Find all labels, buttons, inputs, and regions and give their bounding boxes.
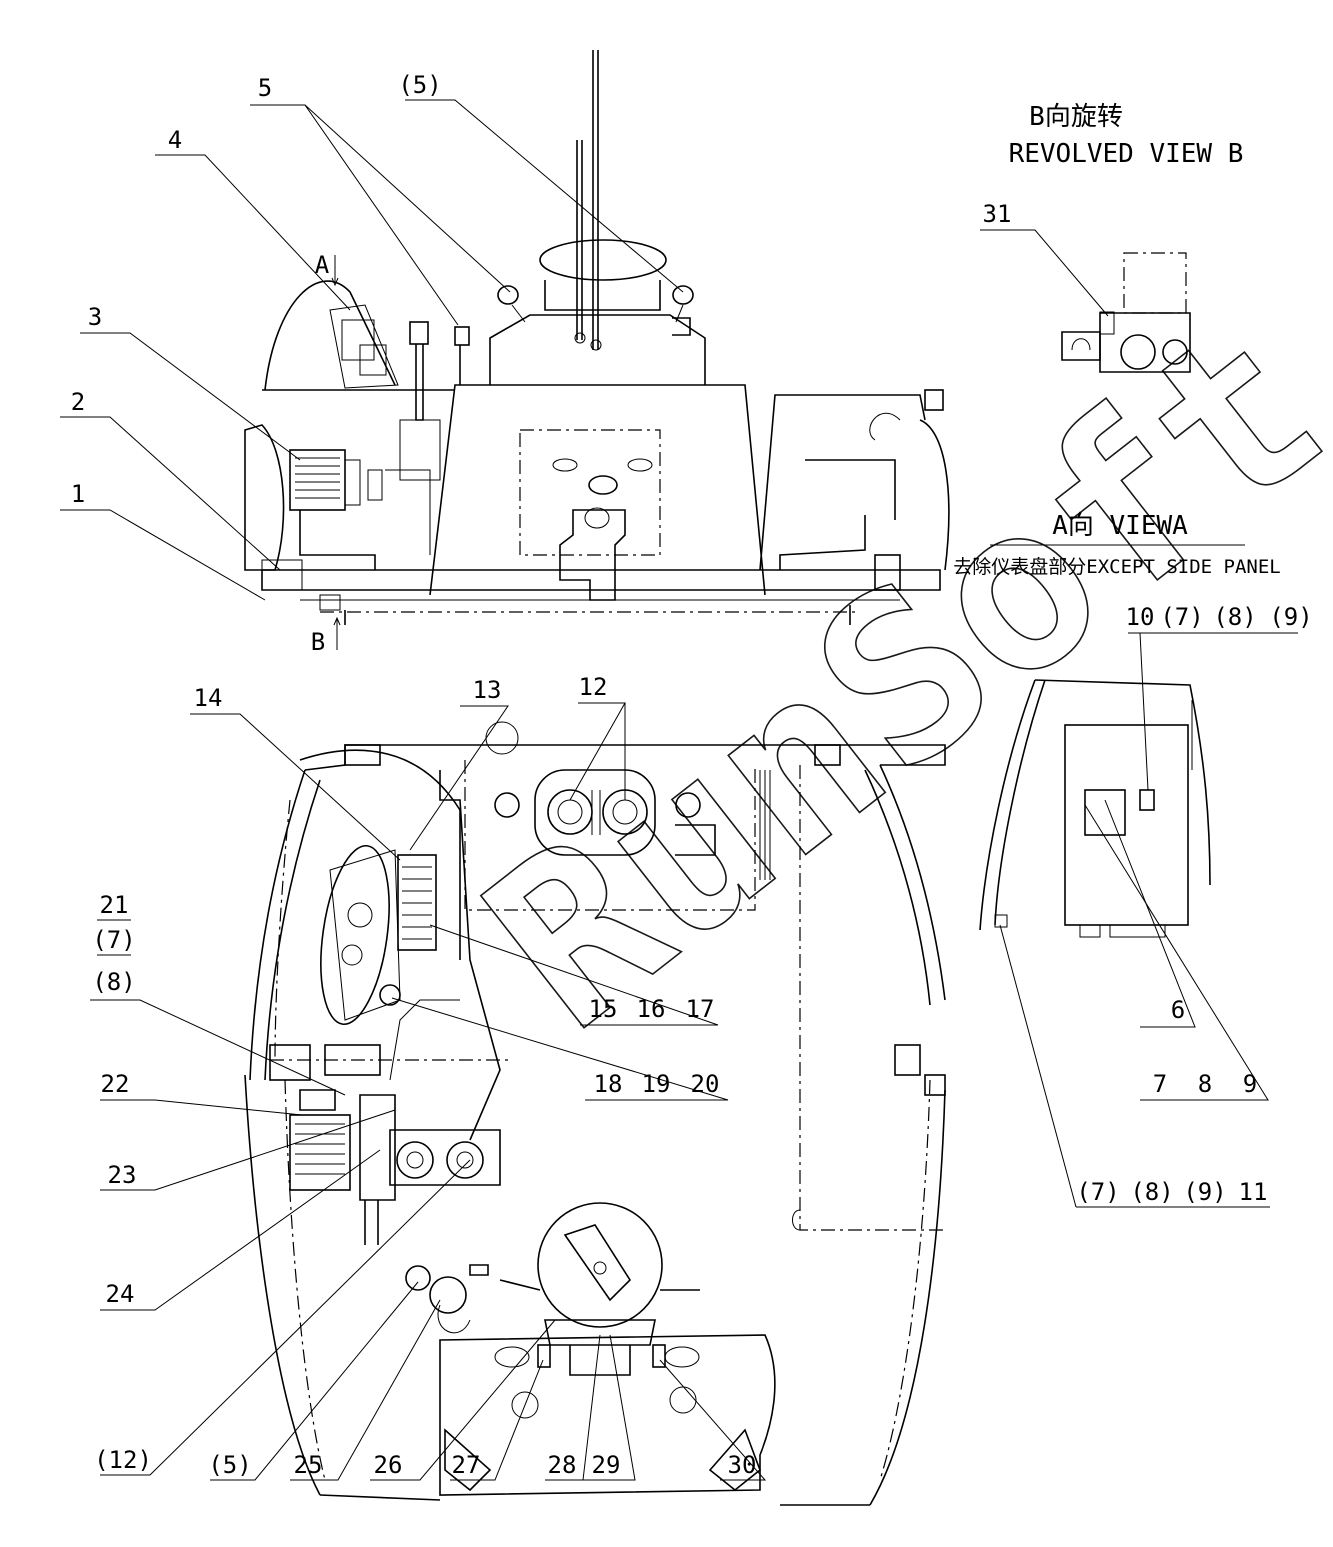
callout-31: 31 [983, 200, 1012, 228]
callout-labels: 5 (5) 4 3 2 1 A B 31 10 (7) (8) (9) 6 7 … [71, 71, 1313, 1479]
callout-4: 4 [168, 126, 182, 154]
plan-view-a [244, 721, 946, 1506]
view-a-heading: A向 VIEWA 去除仪表盘部分EXCEPT SIDE PANEL [953, 511, 1280, 578]
leader-lines [60, 99, 1298, 1481]
callout-5-ref-b: (5) [208, 1451, 251, 1479]
callout-7-ref-c: (7) [92, 926, 135, 954]
callout-7-ref-a: (7) [1160, 603, 1203, 631]
callout-23: 23 [108, 1161, 137, 1189]
callout-8-ref-b: (8) [1130, 1178, 1173, 1206]
arrow-a-label: A [315, 251, 330, 279]
callout-14: 14 [194, 684, 223, 712]
callout-22: 22 [101, 1070, 130, 1098]
callout-8-ref-a: (8) [1213, 603, 1256, 631]
revolved-view-b: B向旋转 REVOLVED VIEW B [1009, 102, 1244, 373]
callout-11: 11 [1239, 1178, 1268, 1206]
top-console-view [244, 50, 950, 625]
view-b-title-en: REVOLVED VIEW B [1009, 139, 1244, 169]
view-a-title: A向 VIEWA [1052, 511, 1188, 541]
callout-5: 5 [258, 74, 272, 102]
callout-29: 29 [592, 1451, 621, 1479]
callout-10: 10 [1126, 603, 1155, 631]
callout-12-ref: (12) [94, 1446, 152, 1474]
callout-7: 7 [1153, 1070, 1167, 1098]
callout-28: 28 [548, 1451, 577, 1479]
callout-26: 26 [374, 1451, 403, 1479]
callout-5-ref: (5) [398, 71, 441, 99]
arrow-b-label: B [311, 628, 325, 656]
callout-8-ref-c: (8) [92, 968, 135, 996]
callout-9: 9 [1243, 1070, 1257, 1098]
callout-19: 19 [642, 1070, 671, 1098]
callout-24: 24 [106, 1280, 135, 1308]
callout-17: 17 [686, 995, 715, 1023]
callout-7-ref-b: (7) [1076, 1178, 1119, 1206]
view-a-subtitle: 去除仪表盘部分EXCEPT SIDE PANEL [953, 556, 1280, 578]
callout-9-ref-b: (9) [1183, 1178, 1226, 1206]
callout-15: 15 [589, 995, 618, 1023]
view-b-title-cn: B向旋转 [1029, 102, 1123, 132]
callout-1: 1 [71, 480, 85, 508]
callout-2: 2 [71, 388, 85, 416]
callout-21: 21 [100, 891, 129, 919]
callout-9-ref-a: (9) [1269, 603, 1312, 631]
callout-16: 16 [637, 995, 666, 1023]
callout-20: 20 [691, 1070, 720, 1098]
callout-12: 12 [579, 673, 608, 701]
callout-13: 13 [473, 676, 502, 704]
callout-6: 6 [1171, 996, 1185, 1024]
callout-25: 25 [294, 1451, 323, 1479]
callout-3: 3 [88, 303, 102, 331]
callout-18: 18 [594, 1070, 623, 1098]
callout-27: 27 [452, 1451, 481, 1479]
callout-30: 30 [728, 1451, 757, 1479]
callout-8: 8 [1198, 1070, 1212, 1098]
